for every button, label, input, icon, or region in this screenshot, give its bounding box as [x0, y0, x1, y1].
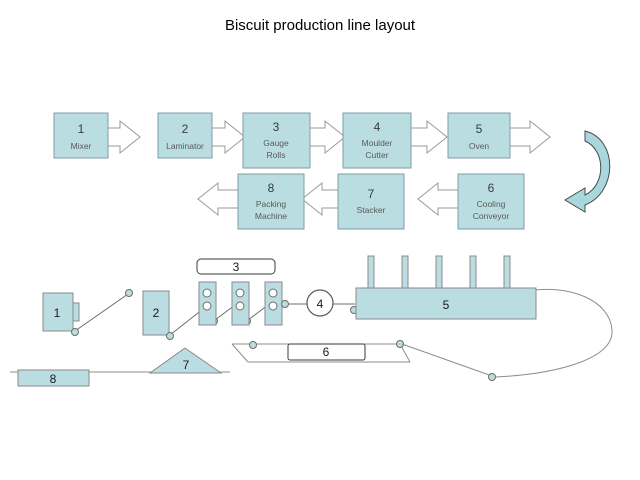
flow-box-5-label: Oven [469, 141, 490, 151]
schematic-gauge-rolls-number: 3 [233, 260, 240, 274]
flow-box-3-number: 3 [273, 120, 280, 134]
flow-box-7-label: Stacker [357, 205, 386, 215]
schematic-conveyor-mixer-to-laminator [71, 289, 133, 336]
schematic-gauge-roll-stand-1[interactable] [198, 281, 217, 326]
oven-stack [503, 255, 511, 290]
oven-stack [435, 255, 443, 290]
schematic-mixer-number: 1 [54, 306, 61, 320]
schematic-moulder-cutter-number: 4 [317, 297, 324, 311]
flow-box-8-label-1: Packing [256, 199, 287, 209]
flow-arrows-bottom [197, 181, 461, 217]
flow-box-7-number: 7 [368, 187, 375, 201]
flow-box-cooling-conveyor[interactable]: 6 Cooling Conveyor [457, 173, 525, 230]
schematic-oven[interactable]: 5 [355, 287, 537, 320]
schematic-packing-machine-number: 8 [50, 372, 57, 386]
schematic-return-curve [494, 288, 613, 378]
oven-stack [469, 255, 477, 290]
flow-box-moulder-cutter[interactable]: 4 Moulder Cutter [342, 112, 412, 169]
schematic-stacker[interactable]: 7 [148, 347, 223, 374]
flow-box-3-label-1: Gauge [263, 138, 289, 148]
roll-icon [268, 288, 278, 298]
flow-box-2-number: 2 [182, 122, 189, 136]
flow-box-4-label-1: Moulder [362, 138, 393, 148]
page-title: Biscuit production line layout [225, 17, 416, 34]
flow-box-mixer[interactable]: 1 Mixer [53, 112, 109, 159]
schematic-cooling-conveyor-number: 6 [323, 345, 330, 359]
schematic-cooling-to-stacker-link [401, 343, 496, 381]
flow-box-1-number: 1 [78, 122, 85, 136]
schematic-stacker-number: 7 [183, 358, 190, 372]
schematic-gauge-rolls-label: 3 [196, 258, 276, 275]
flow-box-8-number: 8 [268, 181, 275, 195]
pulley [281, 300, 289, 308]
schematic-laminator[interactable]: 2 [142, 290, 170, 336]
flow-box-4-number: 4 [374, 120, 381, 134]
flow-box-1-label: Mixer [71, 141, 92, 151]
flow-arrow-8-out [197, 181, 241, 217]
flow-box-5-number: 5 [476, 122, 483, 136]
pulley [71, 328, 79, 336]
pulley [396, 340, 404, 348]
flow-box-packing-machine[interactable]: 8 Packing Machine [237, 173, 305, 230]
roll-icon [202, 301, 212, 311]
flow-box-laminator[interactable]: 2 Laminator [157, 112, 213, 159]
flow-box-6-label-2: Conveyor [473, 211, 510, 221]
pulley [125, 289, 133, 297]
flow-box-gauge-rolls[interactable]: 3 Gauge Rolls [242, 112, 311, 169]
schematic-oven-number: 5 [443, 298, 450, 312]
schematic-packing-machine[interactable]: 8 [17, 369, 90, 387]
schematic-oven-stacks [367, 255, 511, 290]
flow-box-6-label-1: Cooling [477, 199, 506, 209]
flow-box-8-label-2: Machine [255, 211, 287, 221]
roll-icon [235, 288, 245, 298]
schematic-gauge-roll-stand-3[interactable] [264, 281, 283, 326]
flow-box-3-label-2: Rolls [267, 150, 286, 160]
flow-arrow-5-out [507, 119, 551, 155]
roll-icon [235, 301, 245, 311]
flow-box-oven[interactable]: 5 Oven [447, 112, 511, 159]
schematic-gauge-roll-stand-2[interactable] [231, 281, 250, 326]
schematic-mixer[interactable]: 1 [42, 292, 80, 332]
flow-box-6-number: 6 [488, 181, 495, 195]
roll-icon [202, 288, 212, 298]
pulley [249, 341, 257, 349]
pulley [166, 332, 174, 340]
curved-return-arrow-icon [564, 130, 611, 213]
flow-box-stacker[interactable]: 7 Stacker [337, 173, 405, 230]
schematic-gauge-roll-links [166, 300, 273, 340]
schematic-laminator-number: 2 [153, 306, 160, 320]
oven-stack [401, 255, 409, 290]
oven-stack [367, 255, 375, 290]
flow-arrow-6-to-7 [417, 181, 461, 217]
pulley [488, 373, 496, 381]
schematic-cooling-conveyor[interactable]: 6 [231, 340, 411, 363]
schematic-moulder-cutter[interactable]: 4 [306, 289, 334, 317]
flow-box-4-label-2: Cutter [365, 150, 388, 160]
flow-box-2-label: Laminator [166, 141, 204, 151]
roll-icon [268, 301, 278, 311]
